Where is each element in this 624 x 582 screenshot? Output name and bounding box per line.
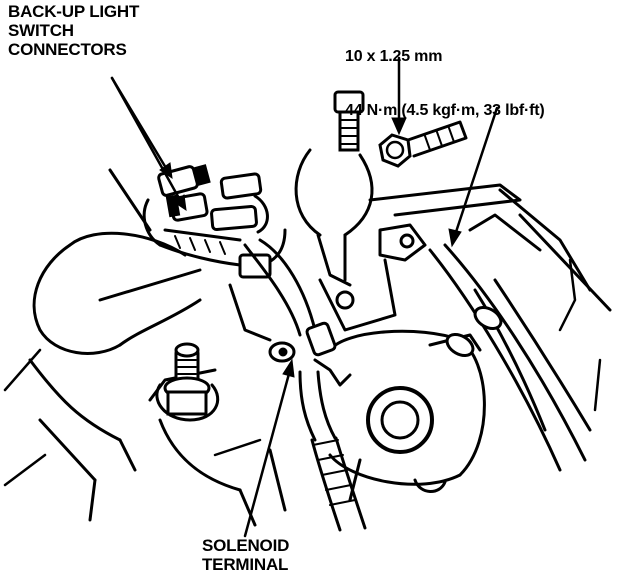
backup-light-connectors-label: BACK-UP LIGHT SWITCH CONNECTORS [8, 2, 140, 60]
wiring-harness [228, 148, 542, 342]
solenoid-terminal [268, 321, 367, 532]
bolt-torque-text: 44 N·m (4.5 kgf·m, 33 lbf·ft) [345, 101, 545, 119]
mounting-bolt [333, 90, 468, 168]
arrowhead-icon [391, 117, 407, 136]
solenoid-terminal-label: SOLENOID TERMINAL [202, 536, 290, 575]
arrowhead-icon [173, 194, 187, 212]
arrowhead-icon [282, 358, 295, 378]
battery-cables [428, 188, 612, 472]
bolt-size-text: 10 x 1.25 mm [345, 47, 443, 65]
arrowhead-icon [448, 228, 462, 248]
callout-arrows [110, 56, 499, 538]
bolt-spec-label: 10 x 1.25 mm 44 N·m (4.5 kgf·m, 33 lbf·f… [345, 12, 545, 137]
backup-light-connectors [142, 164, 287, 279]
stud-bolt [155, 342, 220, 422]
